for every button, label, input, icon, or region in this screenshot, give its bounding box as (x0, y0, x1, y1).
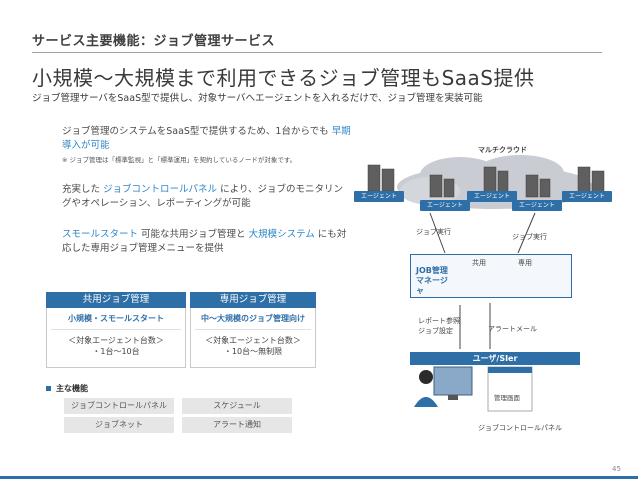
plan-agent-count-label: ＜対象エージェント台数＞ (191, 335, 315, 346)
paragraph-control-panel: 充実した ジョブコントロールパネル により、ジョブのモニタリングやオペレーション… (62, 183, 352, 211)
job-exec-label: ジョブ実行 (416, 227, 451, 237)
title-divider (32, 52, 602, 53)
highlight-text: スモールスタート (62, 229, 138, 240)
plan-dedicated-subtitle: 中～大規模のジョブ管理向け (191, 313, 315, 324)
plan-shared-body: 小規模・スモールスタート ＜対象エージェント台数＞ ・1台～10台 (46, 308, 186, 368)
plan-shared-header: 共用ジョブ管理 (46, 292, 186, 308)
plan-dedicated-body: 中～大規模のジョブ管理向け ＜対象エージェント台数＞ ・10台～無制限 (190, 308, 316, 368)
shared-label: 共用 (472, 258, 486, 268)
paragraph-early-adoption: ジョブ管理のシステムをSaaS型で提供するため、1台からでも 早期導入が可能 ※… (62, 125, 352, 167)
features-heading-text: 主な機能 (56, 384, 88, 393)
screen-label: 管理画面 (494, 392, 520, 402)
feature-chip: ジョブネット (64, 417, 174, 433)
highlight-text: 大規模システム (249, 229, 315, 240)
cloud-label: マルチクラウド (478, 145, 527, 155)
plan-agent-count-label: ＜対象エージェント台数＞ (47, 335, 185, 346)
page-subtitle: ジョブ管理サーバをSaaS型で提供し、対象サーバへエージェントを入れるだけで、ジ… (32, 90, 482, 104)
section-title: サービス主要機能：ジョブ管理サービス (32, 30, 275, 49)
paragraph-plans: スモールスタート 可能な共用ジョブ管理と 大規模システム にも対応した専用ジョブ… (62, 228, 352, 256)
plan-dedicated-header: 専用ジョブ管理 (190, 292, 316, 308)
agent-badge: エージェント (420, 200, 470, 211)
report-label: レポート参照 (418, 316, 460, 326)
paragraph-text: 充実した (62, 184, 103, 195)
features-heading: 主な機能 (46, 383, 88, 394)
agent-badge: エージェント (562, 191, 612, 202)
agent-badge: エージェント (354, 191, 404, 202)
control-panel-label: ジョブコントロールパネル (478, 423, 562, 433)
feature-chip: スケジュール (182, 398, 292, 414)
job-exec-label: ジョブ実行 (512, 232, 547, 242)
agent-badge: エージェント (512, 200, 562, 211)
plan-divider (195, 329, 311, 330)
job-setting-label: ジョブ設定 (418, 326, 453, 336)
plan-shared-subtitle: 小規模・スモールスタート (47, 313, 185, 324)
feature-chip: ジョブコントロールパネル (64, 398, 174, 414)
paragraph-note: ※ ジョブ管理は「標準監視」と「標準運用」を契約しているノードが対象です。 (62, 153, 352, 167)
monitor-icon (434, 367, 472, 400)
paragraph-text: ジョブ管理のシステムをSaaS型で提供するため、1台からでも (62, 126, 332, 137)
plan-divider (51, 329, 181, 330)
alert-mail-label: アラートメール (488, 324, 537, 334)
dedicated-label: 専用 (518, 258, 532, 268)
feature-chip: アラート通知 (182, 417, 292, 433)
job-manager-label: JOB管理マネージャ (416, 266, 454, 296)
agent-badge: エージェント (467, 191, 517, 202)
user-sier-bar: ユーザ/SIer (410, 352, 580, 365)
bullet-square-icon (46, 386, 51, 391)
highlight-text: ジョブコントロールパネル (103, 184, 217, 195)
plan-agent-count-value: ・10台～無制限 (191, 346, 315, 357)
paragraph-text: 可能な共用ジョブ管理と (138, 229, 249, 240)
plan-agent-count-value: ・1台～10台 (47, 346, 185, 357)
dashboard-screen-icon (488, 367, 532, 411)
page-title: 小規模～大規模まで利用できるジョブ管理もSaaS提供 (32, 62, 535, 91)
page-number: 45 (612, 465, 621, 473)
